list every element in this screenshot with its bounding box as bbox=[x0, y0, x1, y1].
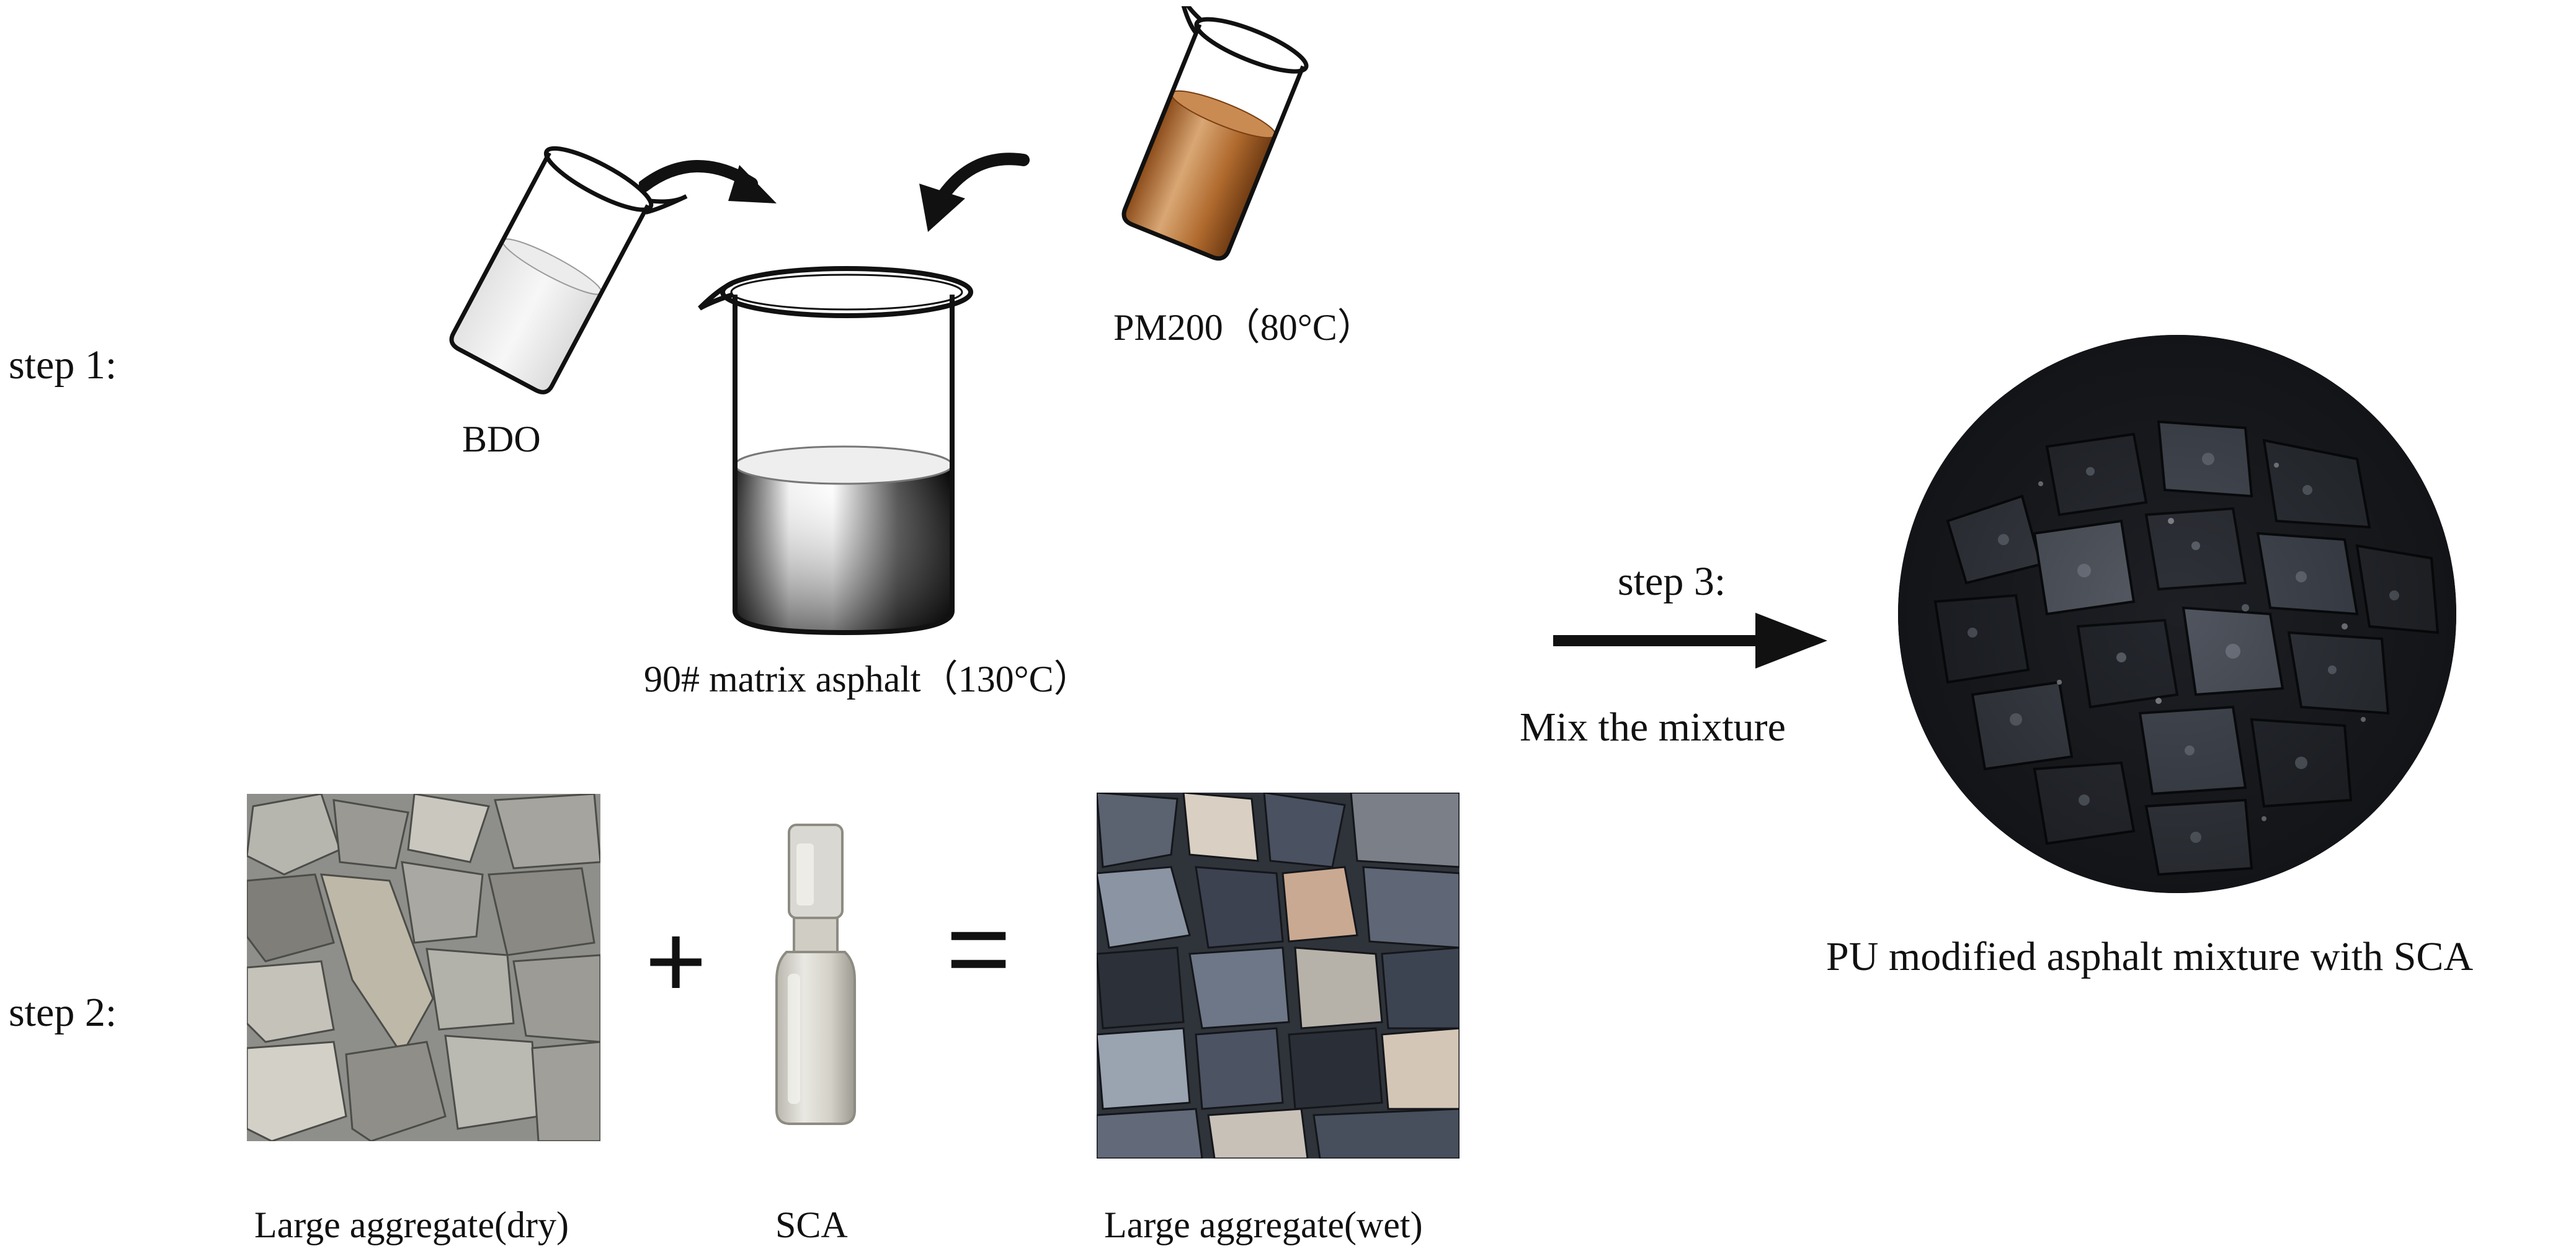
asphalt-label: 90# matrix asphalt（130°C） bbox=[644, 659, 1091, 700]
bdo-beaker-icon bbox=[449, 146, 688, 394]
plus-sign: + bbox=[645, 902, 707, 1020]
wet-aggregate-photo bbox=[1097, 793, 1460, 1159]
dry-aggregate-label: Large aggregate(dry) bbox=[254, 1204, 569, 1245]
step3-label: step 3: bbox=[1618, 559, 1726, 604]
asphalt-beaker-icon bbox=[698, 266, 973, 636]
bdo-label: BDO bbox=[462, 419, 541, 460]
pm200-beaker-icon bbox=[1121, 6, 1309, 261]
sca-bottle-icon bbox=[775, 824, 856, 1125]
pm200-label: PM200（80°C） bbox=[1113, 307, 1375, 348]
asphalt-mixture-photo bbox=[1898, 335, 2456, 893]
equals-sign: = bbox=[946, 886, 1012, 1011]
wet-aggregate-label: Large aggregate(wet) bbox=[1104, 1204, 1423, 1245]
curved-arrow-icon bbox=[639, 160, 777, 203]
sca-label: SCA bbox=[775, 1204, 848, 1245]
result-label: PU modified asphalt mixture with SCA bbox=[1826, 934, 2474, 979]
step1-label: step 1: bbox=[9, 342, 117, 388]
step2-label: step 2: bbox=[9, 990, 117, 1035]
mix-action-label: Mix the mixture bbox=[1520, 705, 1786, 750]
dry-aggregate-photo bbox=[247, 794, 600, 1141]
curved-arrow-icon bbox=[919, 153, 1030, 232]
right-arrow-icon bbox=[1553, 613, 1827, 669]
